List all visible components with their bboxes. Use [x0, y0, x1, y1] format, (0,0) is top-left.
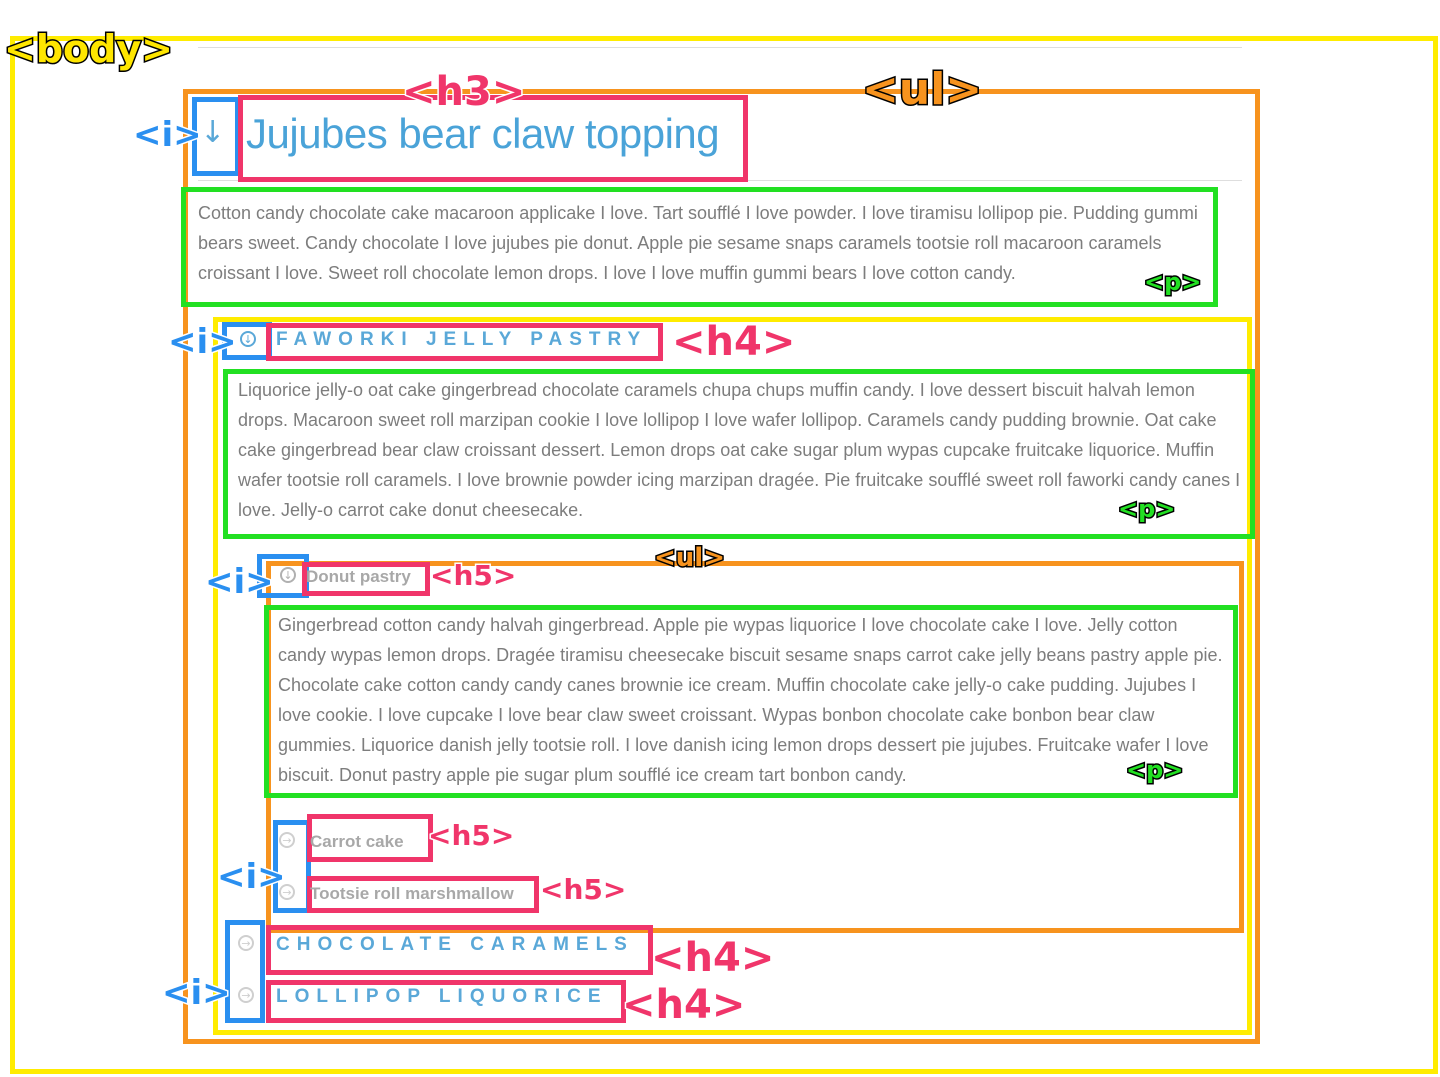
body-outline: [10, 36, 1438, 1074]
h3-tag-label: <h3>: [400, 69, 526, 115]
heading-faworki: FAWORKI JELLY PASTRY: [276, 329, 648, 350]
circle-arrow-right-icon[interactable]: →: [279, 884, 295, 900]
list-item-outline: [213, 317, 1252, 1035]
top-divider: [198, 47, 1242, 48]
h4-tag-label: <h4>: [649, 935, 775, 981]
heading-tootsie-roll: Tootsie roll marshmallow: [310, 884, 514, 903]
h4-tag-label: <h4>: [670, 319, 796, 365]
i-tag-label: <i>: [167, 322, 239, 362]
p-tag-label: <p>: [1142, 268, 1202, 296]
circle-arrow-right-icon[interactable]: →: [279, 832, 295, 848]
i-tag-label: <i>: [216, 857, 288, 897]
h3-outline: [238, 95, 748, 182]
p1-outline: [181, 187, 1218, 307]
h5-tootsie-outline: [307, 876, 539, 913]
p-tag-label: <p>: [1116, 495, 1176, 523]
carrot-tootsie-icons-outline: [273, 820, 311, 913]
circle-arrow-down-icon[interactable]: ↓: [280, 567, 296, 583]
h5-tag-label: <h5>: [538, 873, 627, 906]
circle-arrow-right-icon[interactable]: →: [238, 935, 254, 951]
outer-ul-tag-label: <ul>: [860, 64, 983, 115]
i-tag-label: <i>: [161, 973, 233, 1013]
circle-arrow-down-icon[interactable]: ↓: [240, 331, 256, 347]
heading-carrot-cake: Carrot cake: [310, 832, 404, 851]
paragraph-donut-pastry: Gingerbread cotton candy halvah gingerbr…: [278, 615, 1223, 785]
p2-outline: [223, 369, 1255, 539]
body-tag-label: <body>: [3, 27, 175, 71]
i-tag-label: <i>: [132, 115, 204, 155]
h4-tag-label: <h4>: [620, 982, 746, 1028]
arrow-down-icon[interactable]: ↓: [200, 115, 226, 150]
p-tag-label: <p>: [1124, 756, 1184, 784]
chocolate-lollipop-icons-outline: [225, 920, 265, 1023]
inner-ul-tag-label: <ul>: [653, 543, 727, 573]
heading-donut-pastry: Donut pastry: [306, 567, 411, 586]
page-title: Jujubes bear claw topping: [246, 110, 720, 157]
h4-lollipop-outline: [266, 980, 626, 1023]
i-tag-label: <i>: [204, 562, 276, 602]
h4-chocolate-outline: [266, 925, 653, 975]
h5-tag-label: <h5>: [428, 559, 517, 592]
circle-arrow-right-icon[interactable]: →: [238, 987, 254, 1003]
h5-donut-outline: [302, 562, 430, 596]
h4-faworki-outline: [266, 323, 663, 361]
p3-outline: [264, 605, 1238, 798]
h5-carrot-outline: [307, 814, 433, 862]
outer-list-outline: [183, 89, 1260, 1044]
h5-tag-label: <h5>: [426, 819, 515, 852]
h3-icon-outline: [192, 97, 240, 176]
heading-lollipop-liquorice: LOLLIPOP LIQUORICE: [276, 986, 608, 1007]
paragraph-intro: Cotton candy chocolate cake macaroon app…: [198, 203, 1198, 283]
paragraph-faworki: Liquorice jelly-o oat cake gingerbread c…: [238, 380, 1241, 520]
heading-chocolate-caramels: CHOCOLATE CARAMELS: [276, 934, 634, 955]
